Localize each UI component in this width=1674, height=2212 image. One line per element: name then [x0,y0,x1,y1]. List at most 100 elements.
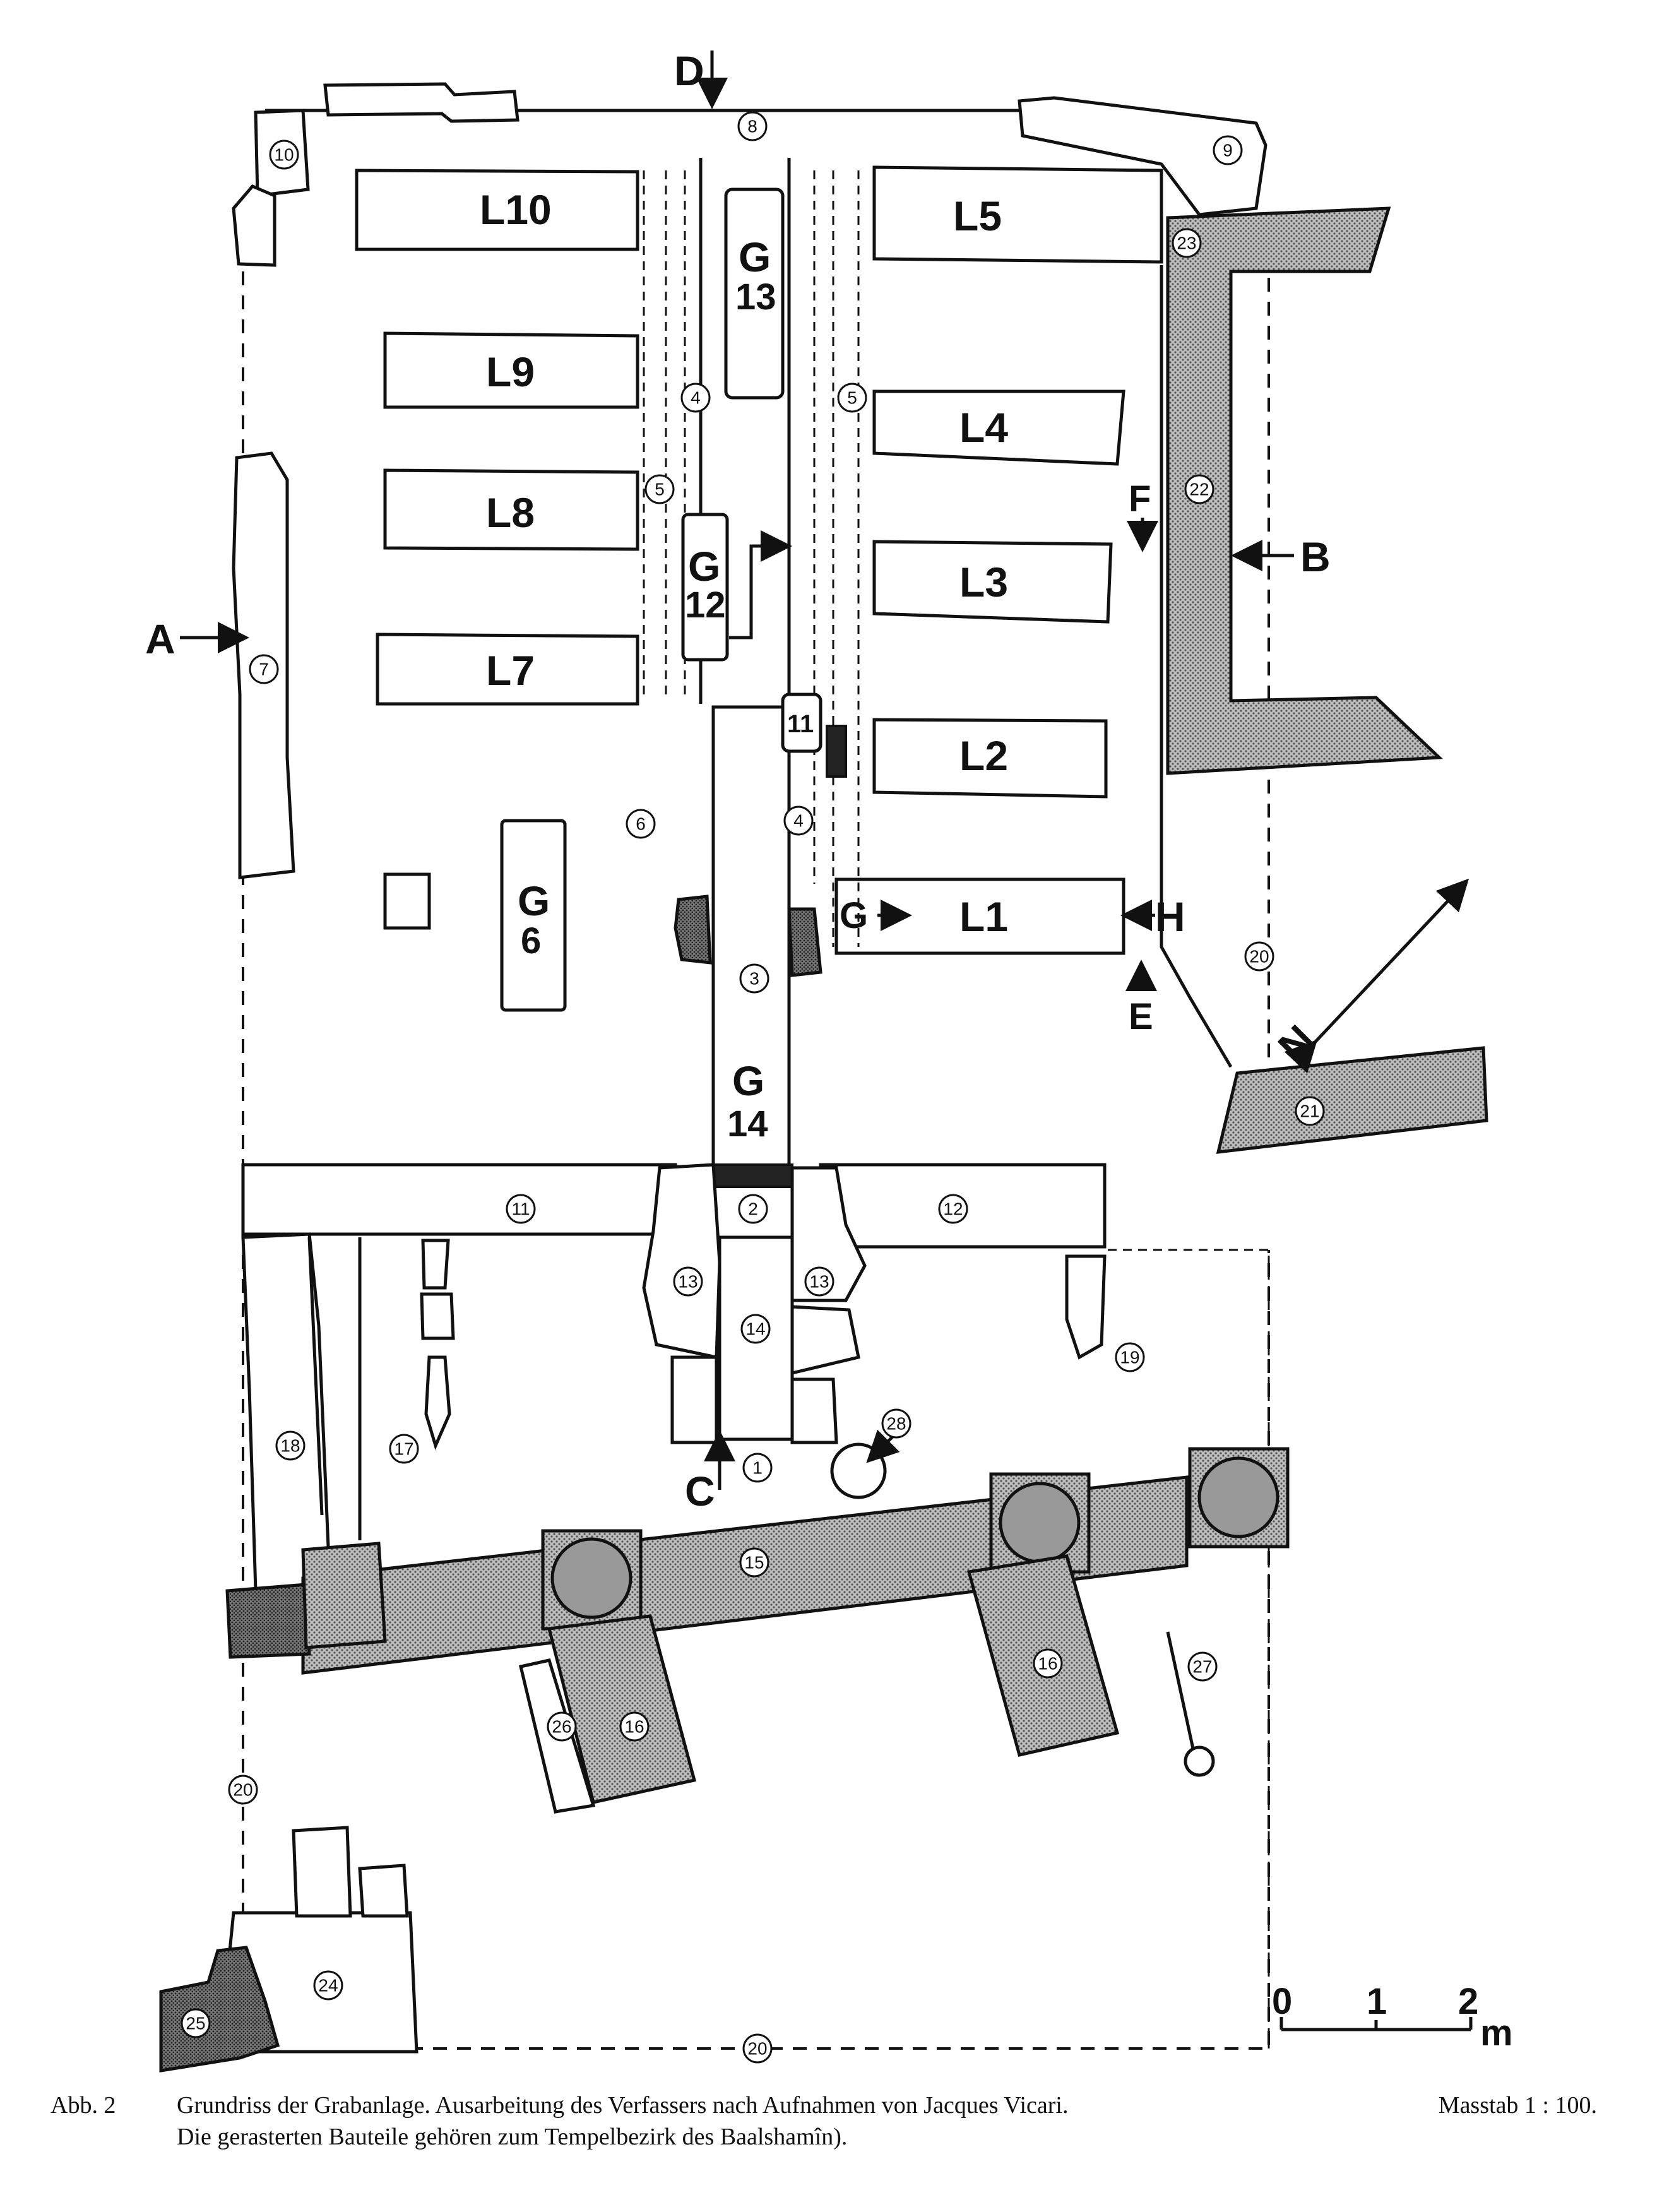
north-label: N [1269,1016,1324,1070]
post-17c [424,1355,451,1451]
svg-text:2: 2 [748,1199,758,1219]
wall-22 [1166,206,1443,775]
paving-edge [1160,265,1233,1068]
blocking-stone-left [674,895,712,965]
grave-g6-number: 6 [521,920,541,961]
stone-left-lower [670,1355,718,1444]
svg-text:4: 4 [691,388,701,408]
svg-text:14: 14 [745,1319,765,1339]
element-number-2: 2 [738,1194,768,1224]
svg-text:11: 11 [511,1199,530,1219]
section-letter-h: H [1155,893,1185,940]
loculus-l5 [872,165,1163,264]
grave-g14-number: 14 [727,1103,768,1145]
svg-text:4: 4 [793,811,804,831]
svg-text:17: 17 [394,1439,413,1459]
svg-text:15: 15 [744,1553,764,1573]
caption-figure-number: Abb. 2 [50,2092,116,2119]
element-number-25: 25 [181,2008,211,2038]
svg-text:7: 7 [259,660,269,679]
corridor-arrow [729,530,792,639]
loculus-l8 [383,468,639,551]
column-base-2 [999,1482,1081,1564]
stylobate-end-left [225,1583,311,1659]
scale-tick-1: 1 [1367,1981,1387,2022]
svg-text:13: 13 [809,1272,829,1292]
north-arrow [1284,878,1469,1074]
svg-text:21: 21 [1300,1102,1319,1121]
element-number-13a: 13 [673,1266,703,1297]
stone-top-1 [323,82,519,123]
scale-bar [1279,2017,1473,2031]
wall-9 [1018,96,1267,217]
room-label-l4: L4 [959,404,1008,451]
block-small [383,872,431,930]
element-number-14: 14 [740,1314,771,1344]
svg-text:5: 5 [847,388,857,408]
svg-text:9: 9 [1223,141,1233,160]
caption-line-1: Grundriss der Grabanlage. Ausarbeitung d… [177,2092,1069,2119]
line-18b [307,1237,324,1516]
element-number-19: 19 [1115,1342,1145,1372]
scale-unit: m [1480,2013,1513,2054]
element-number-13b: 13 [804,1266,834,1297]
element-number-22: 22 [1184,474,1214,504]
room-label-l1: L1 [959,893,1008,940]
svg-text:3: 3 [749,969,759,989]
loculus-l1 [834,877,1125,955]
element-number-11a: 11 [506,1194,536,1224]
element-number-16b: 16 [1033,1648,1063,1679]
structure-24-top2 [358,1864,409,1918]
element-number-4a: 4 [680,383,711,413]
element-number-16a: 16 [619,1711,650,1742]
loculus-l4 [872,389,1125,466]
box-11 [781,693,822,753]
svg-text:8: 8 [747,117,757,136]
structure-24-top [292,1826,352,1918]
svg-text:5: 5 [655,480,665,499]
pin-27-head [1184,1745,1215,1777]
element-number-1: 1 [742,1453,773,1483]
svg-text:19: 19 [1120,1348,1139,1367]
element-number-20b: 20 [228,1775,258,1805]
inner-boundary-dashed [1108,1249,1270,2048]
element-number-6: 6 [626,809,656,839]
room-label-l9: L9 [486,348,535,395]
element-number-23: 23 [1172,228,1202,258]
dark-block [826,725,847,778]
section-letter-e: E [1129,996,1153,1037]
room-label-l8: L8 [486,489,535,536]
section-letter-b: B [1300,533,1331,580]
svg-text:20: 20 [233,1780,252,1800]
svg-text:25: 25 [186,2014,205,2033]
svg-text:28: 28 [886,1414,906,1434]
section-letter-g: G [840,895,868,936]
element-number-17: 17 [389,1434,419,1464]
grave-g6-letter: G [518,877,550,924]
caption-scale: Masstab 1 : 100. [1438,2092,1597,2119]
loculus-l7 [376,633,639,706]
grave-g14-letter: G [732,1057,764,1104]
svg-text:12: 12 [943,1199,963,1219]
svg-text:11: 11 [787,710,814,738]
section-letter-d: D [674,47,704,94]
element-number-12: 12 [938,1194,968,1224]
grave-g12-letter: G [688,543,720,590]
element-number-4b: 4 [783,806,814,836]
stone-10b [232,184,276,267]
loculus-l2 [872,718,1108,799]
element-number-5a: 5 [644,474,675,504]
stone-28 [830,1442,887,1499]
post-19 [1065,1254,1107,1360]
svg-text:13: 13 [678,1272,698,1292]
column-base-3 [1197,1456,1279,1538]
element-number-8: 8 [737,111,768,141]
post-17b [420,1292,455,1340]
structure-25 [159,1946,280,2072]
grave-g13-letter: G [739,234,771,280]
scale-tick-0: 0 [1272,1981,1292,2022]
stylobate-block-left [301,1542,387,1650]
loculus-l3 [872,540,1113,624]
element-number-15: 15 [739,1547,769,1578]
